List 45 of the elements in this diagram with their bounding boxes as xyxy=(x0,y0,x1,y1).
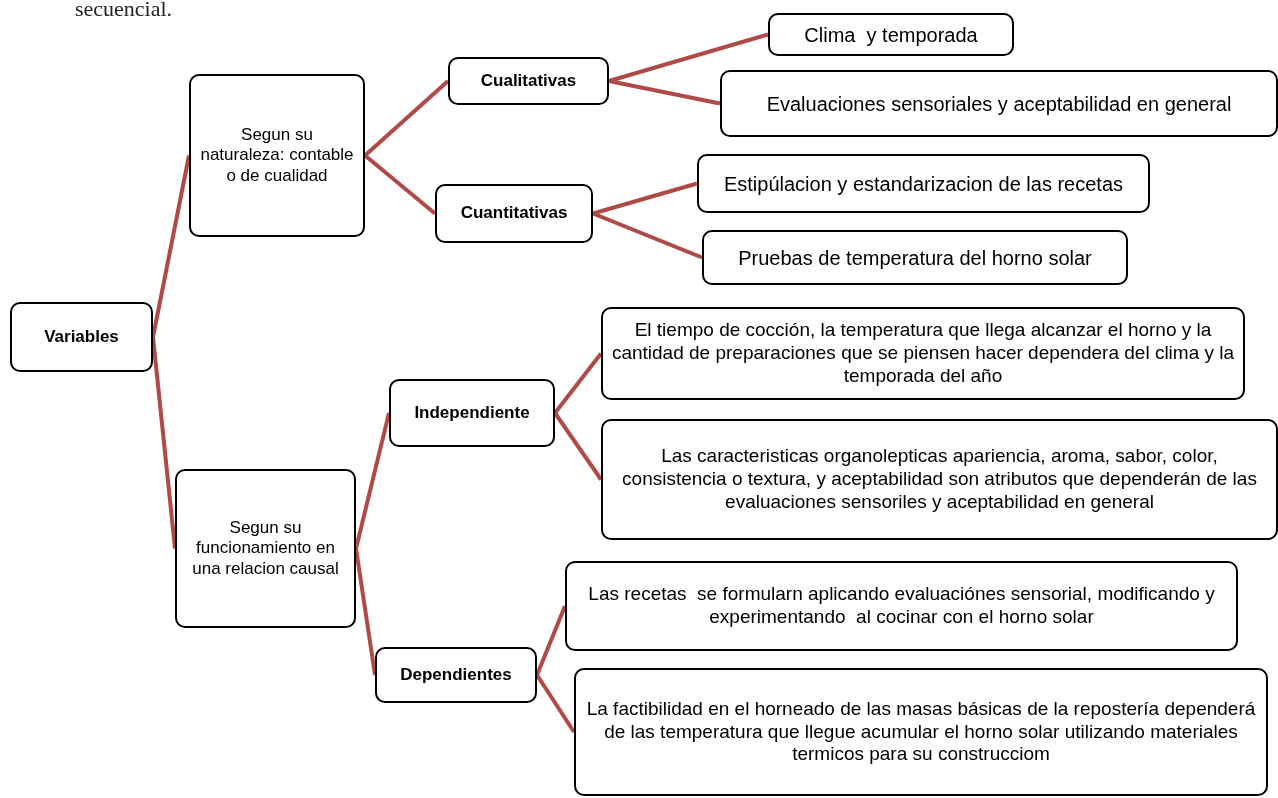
description-box xyxy=(702,230,1128,285)
connector-line xyxy=(354,412,391,549)
description-box xyxy=(175,469,356,628)
connector-line xyxy=(608,32,769,83)
node-text: Segun su funcionamiento en una relacion causal xyxy=(191,517,340,580)
connector-line xyxy=(354,548,377,676)
connector-line xyxy=(608,79,721,106)
connector-line xyxy=(553,411,603,481)
description-box xyxy=(189,74,365,237)
node-text: Dependientes xyxy=(400,664,512,686)
connector-line xyxy=(151,336,177,549)
node-text: Las recetas se formularn aplicando evaluaciónes sensorial, modificando y experimentando al cocinar con el horno solar xyxy=(587,583,1216,629)
connector-line xyxy=(553,352,603,415)
description-box xyxy=(697,154,1150,213)
connector-line xyxy=(535,605,567,676)
connector-line xyxy=(592,211,703,260)
description-box xyxy=(601,307,1245,400)
category-box xyxy=(448,57,609,105)
description-box xyxy=(601,419,1278,540)
connector-line xyxy=(592,181,698,216)
description-box xyxy=(720,70,1278,137)
node-text: El tiempo de cocción, la temperatura que llega alcanzar el horno y la cantidad de preparaciones que se piensen hacer dependera del clima y la temporada del año xyxy=(610,319,1236,388)
category-box xyxy=(375,647,537,703)
connector-line xyxy=(363,153,437,216)
node-text: Segun su naturaleza: contable o de cualidad xyxy=(199,124,355,187)
connector-line xyxy=(151,155,191,338)
node-text: Cualitativas xyxy=(480,70,577,92)
category-box xyxy=(389,379,555,447)
description-box xyxy=(574,668,1268,796)
description-box xyxy=(768,13,1014,56)
node-text: Clima y temporada xyxy=(804,22,978,47)
node-text: Estipúlacion y estandarizacion de las recetas xyxy=(723,171,1124,196)
node-text: Cuantitativas xyxy=(460,203,568,224)
category-box xyxy=(435,184,593,243)
category-box xyxy=(10,302,153,372)
description-box xyxy=(565,561,1238,651)
connector-line xyxy=(363,79,450,157)
node-text: Las caracteristicas organolepticas apariencia, aroma, sabor, color, consistencia o textura, y aceptabilidad son atributos que dependerán de las evaluaciones sensoriles y aceptabilidad en general xyxy=(621,445,1258,514)
node-text: Pruebas de temperatura del horno solar xyxy=(738,245,1092,270)
node-text: Evaluaciones sensoriales y aceptabilidad en general xyxy=(766,91,1232,116)
node-text: Variables xyxy=(44,326,119,348)
node-text: Independiente xyxy=(414,402,530,424)
node-text: La factibilidad en el horneado de las masas básicas de la repostería dependerá de las temperatura que llegue acumular el horno solar utilizando materiales termicos para su construcciom xyxy=(585,697,1257,767)
text-fragment: secuencial. xyxy=(75,0,173,22)
connector-line xyxy=(535,673,576,734)
